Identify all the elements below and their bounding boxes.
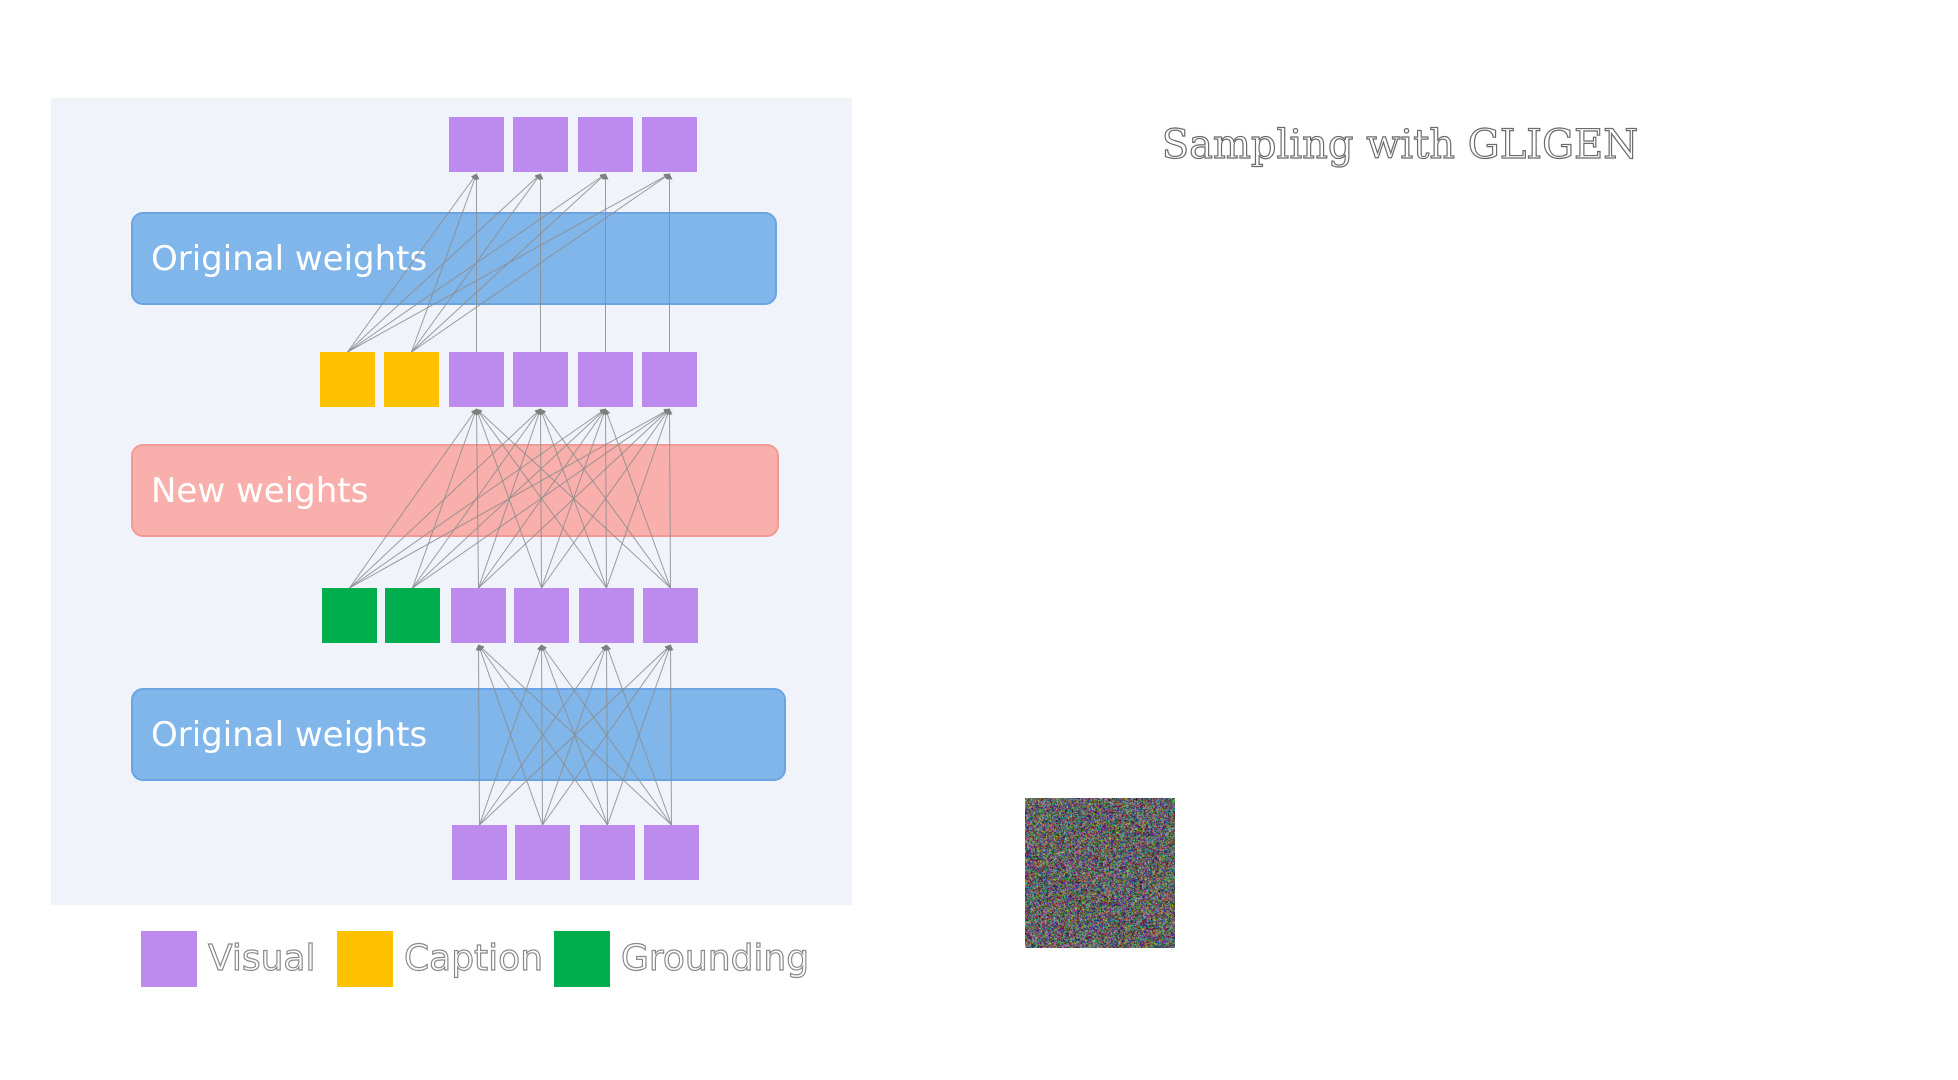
legend-grounding-label: Grounding [620,937,810,979]
visual-token [643,588,698,643]
visual-token [452,825,507,880]
legend-visual-label: Visual [207,937,316,979]
caption-token [320,352,375,407]
legend-grounding-swatch [554,931,610,987]
visual-token [644,825,699,880]
new-weights-band: New weights [131,444,779,537]
visual-token [449,352,504,407]
visual-token [579,588,634,643]
visual-token [578,352,633,407]
visual-token [449,117,504,172]
grounding-token [322,588,377,643]
visual-token [578,117,633,172]
visual-token [580,825,635,880]
visual-token [515,825,570,880]
grounding-token [385,588,440,643]
legend-caption-label: Caption [403,937,544,979]
legend-visual-swatch [141,931,197,987]
visual-token [642,117,697,172]
visual-token [451,588,506,643]
visual-token [513,117,568,172]
caption-token [384,352,439,407]
visual-token [642,352,697,407]
visual-token [513,352,568,407]
original-weights-bottom-band: Original weights [131,688,786,781]
legend-caption-swatch [337,931,393,987]
visual-token [514,588,569,643]
original-weights-top-band: Original weights [131,212,777,305]
sampling-title: Sampling with GLIGEN [1161,121,1639,168]
noise-latent-image [1025,798,1175,948]
